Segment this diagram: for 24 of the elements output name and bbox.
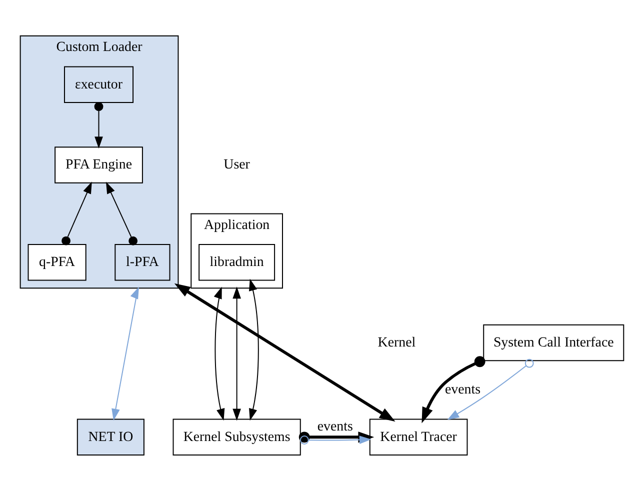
arrow [232,286,241,420]
node-box: l-PFA [114,243,170,280]
node-box: εxecutor [64,66,134,102]
node-box: Kernel Subsystems [172,418,301,456]
arrow [422,356,486,423]
arrow [62,181,92,245]
arrow [447,358,534,420]
label: User [224,157,250,172]
arrow [300,435,372,444]
arrow [112,286,139,420]
arrow [248,278,259,420]
node-box: libradmin [198,243,276,280]
edge-label: events [317,418,353,434]
arrow [214,286,225,420]
node-box: PFA Engine [54,146,143,183]
node-box: NET IO [76,418,144,456]
node-box: q-PFA [28,243,86,280]
arrow [174,282,396,422]
arrow [106,181,138,245]
arrow [94,102,104,148]
node-box: Kernel Tracer [369,418,468,456]
edge-label: events [445,382,480,398]
label: Kernel [378,334,416,350]
node-box: System Call Interface [483,324,624,361]
